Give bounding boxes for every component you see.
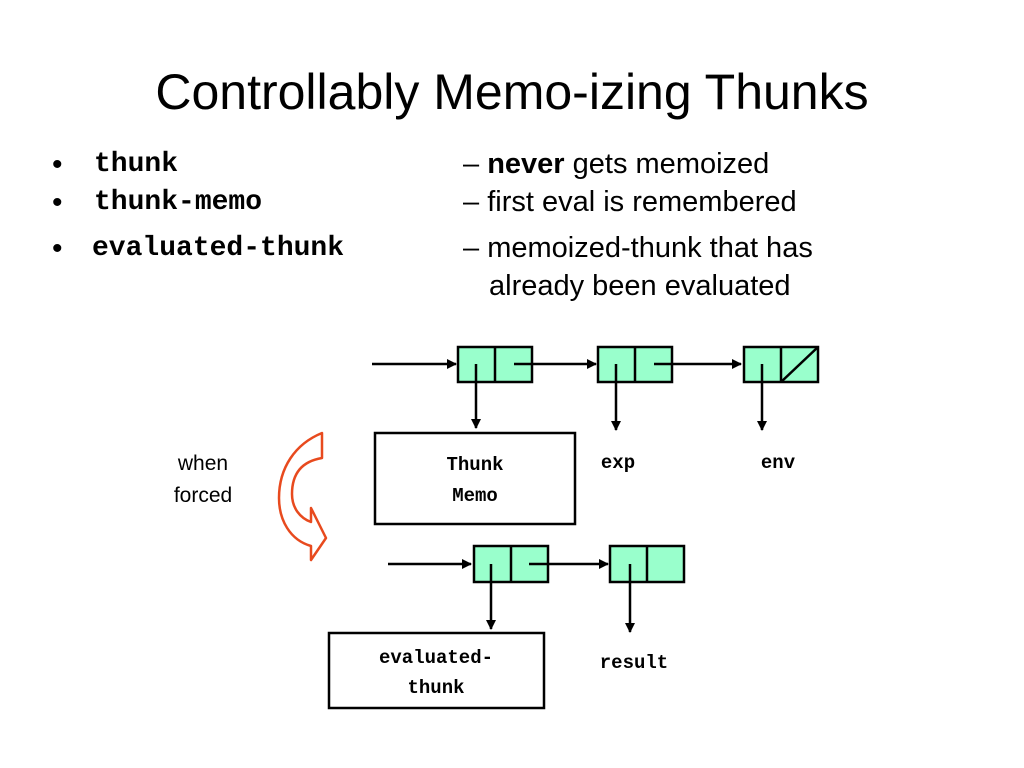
when-forced-line1: when	[177, 452, 228, 475]
when-forced-curved-arrow	[277, 431, 328, 562]
bullet-evaluated-thunk: •	[52, 231, 92, 267]
bullet-description: memoized-thunk that has	[487, 232, 813, 264]
bullet-dash: –	[463, 232, 480, 264]
evaluated-thunk-label-line1: evaluated-	[379, 647, 493, 669]
bullet-desc-thunk: – never gets memoized	[463, 146, 769, 182]
bullet-description: gets memoized	[572, 148, 770, 180]
cons-cell-3	[742, 345, 820, 384]
thunk-memo-label-line1: Thunk	[446, 454, 503, 476]
bullet-term-evaluated-thunk: evaluated-thunk	[92, 233, 345, 264]
bullet-marker: •	[52, 232, 63, 265]
when-forced-line2: forced	[174, 484, 232, 507]
evaluated-thunk-label-line2: thunk	[407, 677, 464, 699]
exp-label: exp	[601, 452, 635, 474]
bullet-thunk: •	[52, 147, 92, 183]
thunk-memo-box	[373, 431, 577, 526]
bullet-continuation: already been evaluated	[489, 270, 791, 302]
slide-title: Controllably Memo-izing Thunks	[155, 64, 869, 120]
bullet-dash: –	[463, 148, 480, 180]
bullet-description: first eval is remembered	[487, 186, 797, 218]
bullet-dash: –	[463, 186, 480, 218]
bullet-marker: •	[52, 148, 63, 181]
null-pointer-slash	[780, 346, 819, 383]
bullet-desc-thunk-memo: – first eval is remembered	[463, 184, 797, 220]
result-label: result	[600, 652, 668, 674]
evaluated-thunk-box	[327, 631, 546, 710]
bullet-marker: •	[52, 186, 63, 219]
cons-cell-5	[608, 544, 686, 584]
bullet-term-thunk-memo: thunk-memo	[94, 187, 263, 218]
bullet-desc-evaluated-thunk: – memoized-thunk that has	[463, 230, 813, 266]
bullet-term-thunk: thunk	[94, 149, 179, 180]
bullet-thunk-memo: •	[52, 185, 92, 221]
env-label: env	[761, 452, 796, 474]
thunk-memo-label-line2: Memo	[452, 485, 498, 507]
bullet-emphasis: never	[487, 148, 565, 180]
